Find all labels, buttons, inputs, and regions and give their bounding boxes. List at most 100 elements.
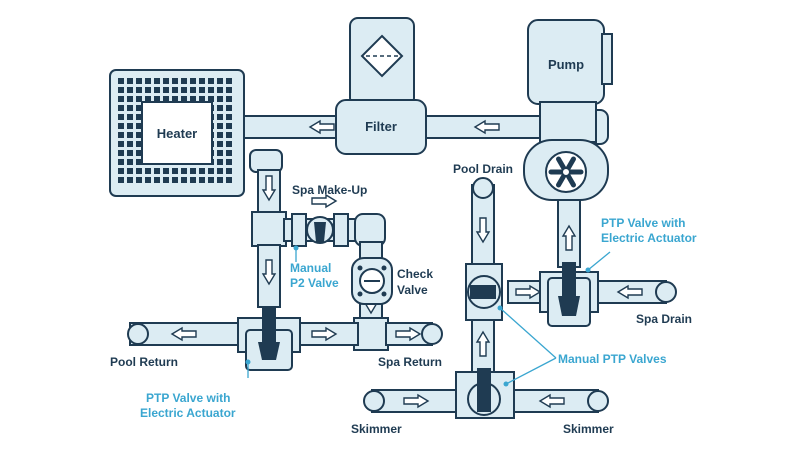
heater-grille-cell <box>118 78 124 84</box>
heater-label: Heater <box>157 126 197 141</box>
heater-grille-cell <box>127 168 133 174</box>
filter-base <box>335 99 427 155</box>
heater-grille-cell <box>181 168 187 174</box>
heater-grille-cell <box>136 159 142 165</box>
valve-handle-icon <box>477 368 491 412</box>
end-cap-pool-drain <box>472 177 494 199</box>
heater-grille-cell <box>118 150 124 156</box>
heater-grille-cell <box>163 87 169 93</box>
impeller-hub <box>561 167 571 177</box>
arrow-left-icon <box>538 393 565 409</box>
heater-grille-cell <box>145 87 151 93</box>
leader-dot <box>245 359 251 365</box>
label-spa-make-up: Spa Make-Up <box>292 183 367 197</box>
check-valve-bolt <box>357 265 363 271</box>
heater-grille-cell <box>118 177 124 183</box>
heater-grille-cell <box>136 87 142 93</box>
label-ptp-left-line2: Electric Actuator <box>140 406 236 420</box>
pump-motor-cap <box>601 33 613 85</box>
labels: Spa Make-Up Manual P2 Valve Check Valve … <box>110 162 697 436</box>
heater-grille-cell <box>217 96 223 102</box>
leader-manual-ptp-lower <box>505 357 557 385</box>
manual-ptp-valve-upper <box>465 263 503 321</box>
heater-grille-cell <box>226 177 232 183</box>
heater-grille-cell <box>136 78 142 84</box>
actuator-motor-icon <box>258 342 280 360</box>
heater-grille-cell <box>199 96 205 102</box>
heater-grille-cell <box>136 123 142 129</box>
heater-grille-cell <box>118 132 124 138</box>
heater-grille-cell <box>217 87 223 93</box>
leader-dot <box>503 381 509 387</box>
label-skimmer-right: Skimmer <box>563 422 614 436</box>
leader-ptp-right <box>587 251 611 271</box>
heater-grille-cell <box>136 96 142 102</box>
ptp-valve-actuator-right <box>539 262 599 327</box>
label-ptp-left-line1: PTP Valve with <box>146 391 230 405</box>
heater-grille-cell <box>172 96 178 102</box>
label-spa-return: Spa Return <box>378 355 442 369</box>
heater-grille-cell <box>226 87 232 93</box>
heater-grille-cell <box>136 177 142 183</box>
heater-grille-cell <box>127 96 133 102</box>
heater-grille-cell <box>145 177 151 183</box>
label-manual-p2-line1: Manual <box>290 261 331 275</box>
end-cap-pool-return <box>127 323 149 345</box>
heater-grille-cell <box>181 87 187 93</box>
pump-neck <box>539 101 597 143</box>
heater-grille-cell <box>190 177 196 183</box>
arrow-left-icon <box>308 119 335 135</box>
heater-grille-cell <box>172 168 178 174</box>
heater-grille-cell <box>226 114 232 120</box>
heater-grille-cell <box>163 177 169 183</box>
heater-grille-cell <box>154 168 160 174</box>
heater-grille-cell <box>163 168 169 174</box>
heater-grille-cell <box>217 78 223 84</box>
heater-grille-cell <box>118 96 124 102</box>
heater-grille-cell <box>226 105 232 111</box>
heater-grille-cell <box>181 78 187 84</box>
heater-grille-cell <box>190 87 196 93</box>
heater-grille-cell <box>217 105 223 111</box>
heater-grille-cell <box>127 78 133 84</box>
heater-grille-cell <box>190 78 196 84</box>
heater-grille-cell <box>118 87 124 93</box>
impeller-icon <box>548 156 584 188</box>
label-manual-p2-line2: P2 Valve <box>290 276 339 290</box>
label-manual-ptp-valves: Manual PTP Valves <box>558 352 667 366</box>
heater-grille-cell <box>217 168 223 174</box>
heater-grille-cell <box>208 78 214 84</box>
heater-grille-cell <box>163 96 169 102</box>
end-cap-spa-return <box>421 323 443 345</box>
heater-grille-cell <box>190 96 196 102</box>
arrow-right-icon <box>403 393 430 409</box>
manual-p2-valve <box>291 213 349 247</box>
arrow-up-icon <box>561 224 577 251</box>
label-check-line1: Check <box>397 267 433 281</box>
heater-grille-cell <box>226 159 232 165</box>
heater-grille-cell <box>127 150 133 156</box>
heater-grille-cell <box>136 132 142 138</box>
impeller-blade <box>556 172 567 188</box>
heater-grille-cell <box>154 177 160 183</box>
heater-outlet-elbow <box>249 149 283 173</box>
heater-grille-cell <box>154 96 160 102</box>
heater-grille-cell <box>127 132 133 138</box>
label-ptp-right-line2: Electric Actuator <box>601 231 697 245</box>
heater-grille-cell <box>127 105 133 111</box>
label-pool-return: Pool Return <box>110 355 178 369</box>
check-valve-bolt <box>381 265 387 271</box>
heater-grille-cell <box>181 177 187 183</box>
manual-ptp-valve-lower <box>455 368 515 419</box>
end-cap-skimmer-right <box>587 390 609 412</box>
check-valve-bolt <box>381 291 387 297</box>
heater-panel <box>141 101 213 165</box>
heater-grille-cell <box>217 123 223 129</box>
pipe-end-caps <box>127 177 677 412</box>
filter-label: Filter <box>365 119 397 134</box>
label-spa-drain: Spa Drain <box>636 312 692 326</box>
arrow-left-icon <box>616 284 643 300</box>
heater-grille-cell <box>172 78 178 84</box>
arrow-right-icon <box>311 326 338 342</box>
